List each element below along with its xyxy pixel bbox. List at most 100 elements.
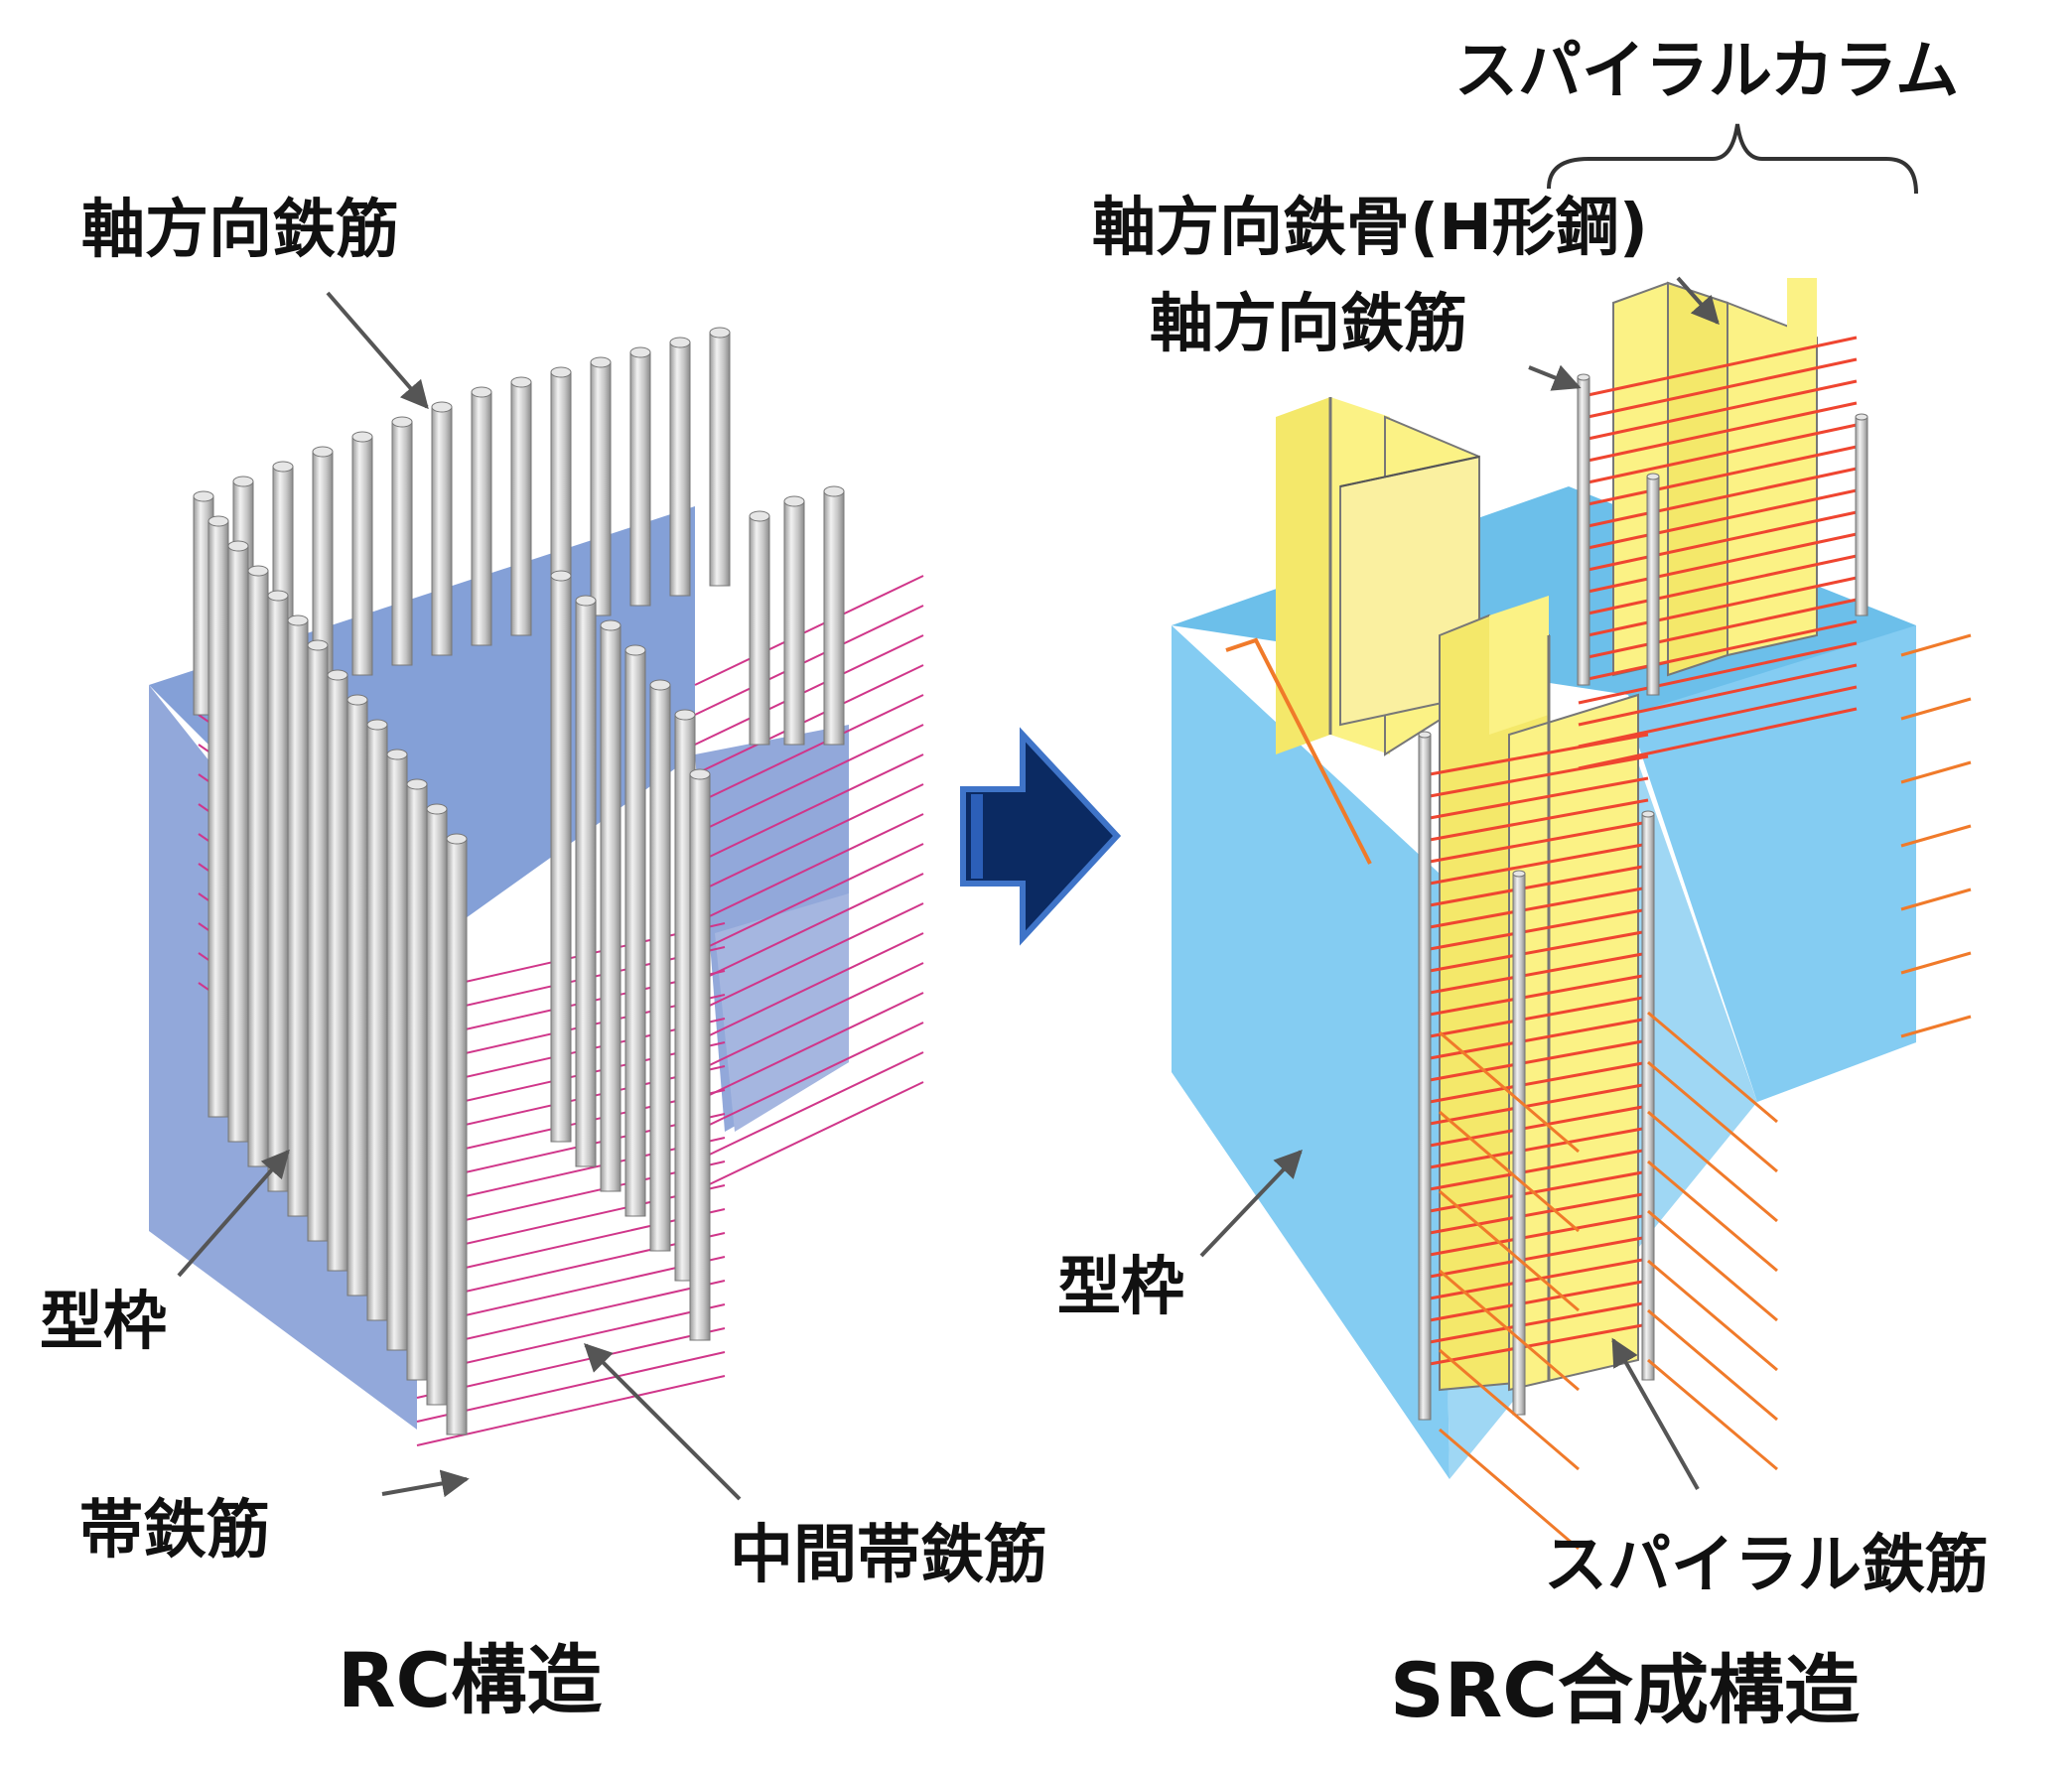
src-formwork-panel — [1172, 625, 1450, 1479]
orange-bar-right — [1900, 824, 1972, 848]
hoop-line-right — [694, 783, 924, 894]
orange-bar-right — [1900, 1015, 1972, 1038]
axial-bar — [446, 833, 468, 1435]
axial-bar — [351, 431, 373, 676]
spiral-line-front — [1429, 1017, 1649, 1060]
spiral-line-back — [1578, 554, 1858, 617]
hoop-line-right — [694, 992, 924, 1103]
hoop-line-right — [694, 664, 924, 775]
hoop-line-front — [416, 1161, 726, 1232]
spiral-line-front — [1429, 1126, 1649, 1169]
orange-bar-left — [1439, 1348, 1580, 1471]
hoop-line-right — [694, 634, 924, 746]
spiral-line-back — [1578, 663, 1858, 727]
arrow-spiral-rebar — [1611, 1337, 1700, 1490]
axial-bar — [669, 337, 691, 597]
rc-lower-right-face — [715, 893, 849, 1132]
spiral-line-front — [1429, 1060, 1649, 1104]
spiral-line-front — [1429, 929, 1649, 973]
spiral-line-front — [1429, 754, 1649, 798]
axial-bar — [600, 619, 622, 1192]
spiral-line-front — [1429, 1235, 1649, 1279]
hoop-line-front — [416, 1113, 726, 1184]
arrow-formwork-left — [177, 1149, 290, 1278]
spiral-line-back — [1578, 379, 1858, 443]
pointer-arrows — [177, 276, 1720, 1501]
spiral-line-front — [1429, 776, 1649, 820]
arrow-axial-steel — [1676, 276, 1720, 326]
orange-bar-diag — [1647, 1308, 1778, 1422]
label-formwork-right: 型枠 — [1057, 1251, 1184, 1324]
axial-bar — [1577, 373, 1590, 686]
orange-bar-right — [1900, 888, 1972, 911]
spiral-line-front — [1429, 1300, 1649, 1344]
title-src: SRC合成構造 — [1390, 1646, 1861, 1734]
orange-bar-diag — [1647, 1259, 1778, 1372]
orange-bar-left — [1439, 1428, 1580, 1551]
hoop-line-right — [694, 575, 924, 686]
spiral-line-back — [1578, 445, 1858, 508]
rc-axial-bars — [193, 327, 845, 1435]
src-axial-rebars — [1418, 373, 1868, 1421]
spiral-line-back — [1578, 401, 1858, 465]
axial-bar — [709, 327, 731, 587]
axial-bar — [267, 590, 289, 1192]
hoop-line-front — [416, 1256, 726, 1327]
arrow-hoop — [381, 1469, 470, 1498]
axial-bar — [649, 679, 671, 1252]
spiral-line-back — [1578, 336, 1858, 399]
orange-bar-right — [1900, 633, 1972, 657]
spiral-line-front — [1429, 864, 1649, 907]
orange-bar-corner — [1225, 637, 1372, 865]
axial-bar — [1646, 473, 1660, 696]
axial-bar — [406, 778, 428, 1381]
orange-bar-left — [1439, 1110, 1580, 1233]
axial-bar — [207, 515, 229, 1118]
src-structure — [1172, 123, 1972, 1551]
arrow-axial-rebar-right — [1528, 364, 1582, 391]
hoop-line-right — [694, 1081, 924, 1192]
hoop-line-front — [416, 1184, 726, 1256]
hoop-line-front — [416, 1280, 726, 1351]
axial-bar — [550, 366, 572, 626]
spiral-line-front — [1429, 733, 1649, 776]
hoop-line-right — [694, 605, 924, 716]
label-hoop: 帯鉄筋 — [79, 1494, 270, 1568]
spiral-line-front — [1429, 951, 1649, 995]
axial-bar — [227, 540, 249, 1143]
hoop-line-right — [694, 902, 924, 1014]
axial-bar — [1512, 870, 1526, 1416]
hoop-line-front — [416, 1375, 726, 1446]
spiral-line-back — [1578, 576, 1858, 639]
axial-bar — [1855, 413, 1868, 616]
spiral-line-back — [1578, 357, 1858, 421]
orange-bar-diag — [1647, 1209, 1778, 1322]
label-intermediate-hoop: 中間帯鉄筋 — [730, 1519, 1047, 1592]
axial-bar — [1418, 731, 1432, 1421]
hoop-line-right — [694, 932, 924, 1043]
axial-bar — [307, 639, 329, 1242]
spiral-line-front — [1429, 886, 1649, 929]
spiral-line-front — [1429, 995, 1649, 1038]
spiral-line-back — [1578, 423, 1858, 486]
axial-bar — [629, 346, 651, 607]
src-right-formwork — [1628, 625, 1916, 1102]
arrow-formwork-right — [1199, 1149, 1303, 1258]
spiral-line-front — [1429, 1148, 1649, 1191]
axial-bar — [327, 669, 348, 1272]
spiral-line-front — [1429, 1191, 1649, 1235]
rc-structure — [149, 327, 924, 1446]
hoop-line-right — [694, 724, 924, 835]
spiral-line-front — [1429, 842, 1649, 886]
orange-bar-diag — [1647, 1358, 1778, 1471]
orange-bar-left — [1439, 1189, 1580, 1312]
axial-bar — [426, 803, 448, 1406]
hoop-line-right — [694, 1022, 924, 1133]
label-spiral-column: スパイラルカラム — [1454, 35, 1960, 108]
orange-bar-diag — [1647, 1060, 1778, 1173]
axial-bar — [575, 595, 597, 1167]
axial-bar — [386, 749, 408, 1351]
hoop-line-right — [694, 962, 924, 1073]
axial-bar — [689, 768, 711, 1341]
